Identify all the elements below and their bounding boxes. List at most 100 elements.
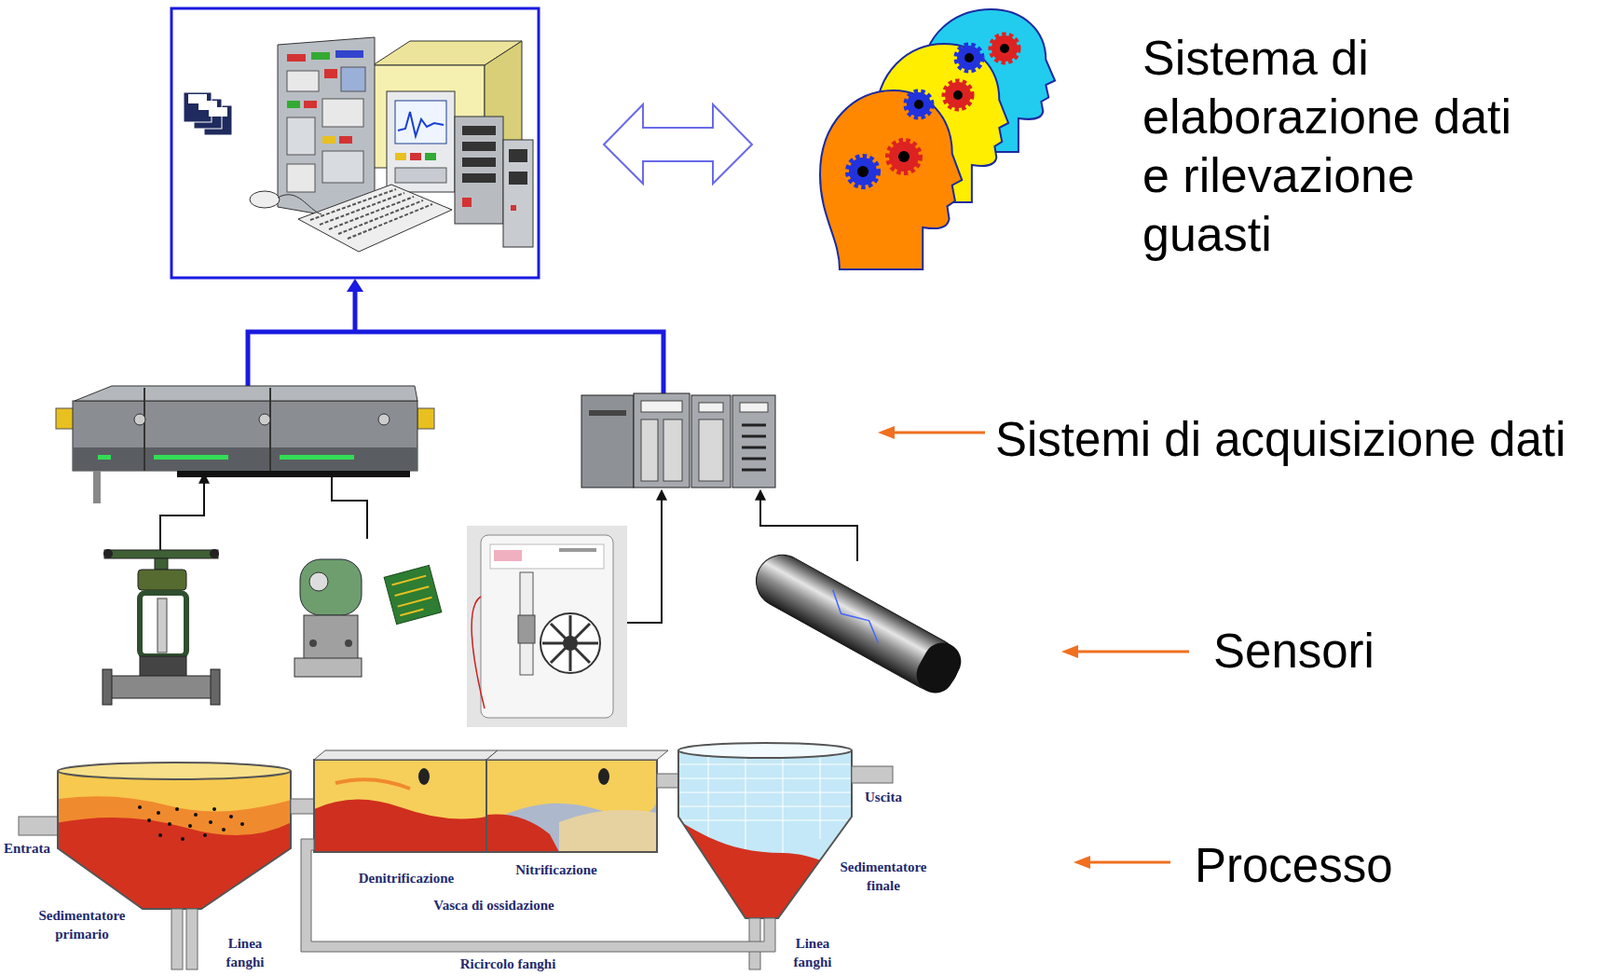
treatment-plant (180, 836, 185, 841)
heads-icon (991, 35, 1018, 62)
pointer-arrow (1073, 855, 1091, 869)
din-module (72, 447, 418, 471)
treatment-plant (418, 767, 430, 785)
heads-icon (820, 90, 962, 270)
din-module (55, 385, 435, 504)
workstation-illustration (208, 107, 228, 117)
treatment-plant (203, 833, 207, 837)
tier-label: Sistemi di acquisizione dati (995, 410, 1592, 468)
plant-label: Denitrificazione (341, 868, 472, 888)
immersion-probe (909, 635, 968, 699)
workstation-illustration (287, 164, 315, 192)
heads-icon (857, 165, 869, 178)
plc-rack (698, 402, 724, 412)
data-bus (346, 278, 364, 292)
treatment-plant (147, 818, 151, 822)
workstation-illustration (462, 125, 496, 136)
immersion-probe (746, 545, 968, 699)
workstation-illustration (510, 205, 517, 211)
data-bus (353, 288, 358, 332)
plc-rack (641, 419, 658, 481)
treatment-plant (51, 795, 299, 923)
treatment-plant (314, 759, 487, 852)
immersion-probe (820, 589, 890, 643)
treatment-plant (314, 759, 487, 852)
signal-wire (627, 490, 662, 623)
workstation-illustration (503, 139, 534, 247)
workstation-illustration (397, 111, 444, 137)
treatment-plant (188, 823, 192, 828)
treatment-plant (851, 765, 893, 783)
treatment-plant (314, 759, 487, 852)
workstation-illustration (303, 100, 317, 109)
workstation-illustration (462, 173, 496, 183)
workstation-illustration (249, 191, 280, 208)
din-module (259, 413, 271, 425)
plant-label: Nitrificazione (500, 860, 613, 879)
workstation-illustration (395, 100, 447, 144)
immersion-probe (746, 545, 968, 699)
heads-icon (848, 157, 877, 186)
plant-label: Linea fanghi (212, 933, 278, 971)
pointer-arrow (877, 425, 895, 439)
plant-label: Sedimentatore finale (829, 857, 938, 895)
heads-icon (944, 82, 971, 109)
plc-rack (691, 395, 731, 488)
plant-label: Vasca di ossidazione (400, 895, 588, 915)
workstation-illustration (287, 54, 306, 62)
workstation-illustration (287, 117, 315, 155)
control-valve (137, 569, 187, 590)
plant-label: Linea fanghi (779, 933, 846, 971)
treatment-plant (486, 750, 669, 760)
treatment-plant (212, 806, 217, 811)
heads-icon (888, 141, 919, 172)
treatment-plant (300, 838, 776, 952)
treatment-plant (656, 773, 679, 788)
workstation-illustration (410, 152, 422, 161)
treatment-plant (193, 812, 198, 817)
pressure-transmitter (344, 639, 353, 647)
workstation-illustration (508, 171, 528, 185)
system-label: Sistema di elaborazione dati e rilevazio… (1142, 28, 1546, 264)
workstation-illustration (508, 149, 528, 163)
din-module (177, 470, 411, 478)
tier-label: Processo (1194, 836, 1475, 894)
plc-rack (641, 400, 683, 412)
treatment-plant (57, 770, 291, 909)
circuit-board (383, 564, 442, 624)
control-valve (157, 598, 167, 653)
din-module (269, 387, 272, 471)
plant-label: Ricircolo fanghi (433, 954, 583, 973)
plc-rack (663, 419, 683, 481)
workstation-illustration (395, 152, 407, 161)
treatment-plant (156, 810, 161, 815)
workstation-illustration (462, 157, 496, 167)
control-valve (103, 548, 113, 559)
workstation-illustration (277, 194, 322, 215)
control-valve (102, 548, 220, 705)
analyzer-cabinet (466, 525, 628, 727)
treatment-plant (175, 806, 179, 811)
workstation-illustration (424, 152, 437, 161)
din-module (97, 454, 111, 460)
workstation-illustration (322, 150, 364, 183)
treatment-plant (486, 759, 657, 852)
control-valve (209, 548, 219, 559)
workstation-illustration (287, 70, 319, 92)
din-module (93, 470, 101, 504)
workstation-illustration (462, 141, 496, 151)
treatment-plant (486, 813, 560, 852)
din-module (55, 408, 75, 429)
pointer-arrow (1061, 644, 1079, 658)
circuit-board (383, 564, 442, 624)
workstation-illustration (322, 136, 336, 144)
pressure-transmitter (300, 559, 362, 616)
treatment-plant (137, 805, 245, 841)
din-module (279, 454, 355, 460)
workstation-illustration (386, 91, 455, 192)
workstation-illustration (298, 184, 452, 252)
treatment-plant (137, 805, 142, 809)
workstation-illustration (462, 197, 472, 207)
pointer-arrow (889, 431, 985, 435)
